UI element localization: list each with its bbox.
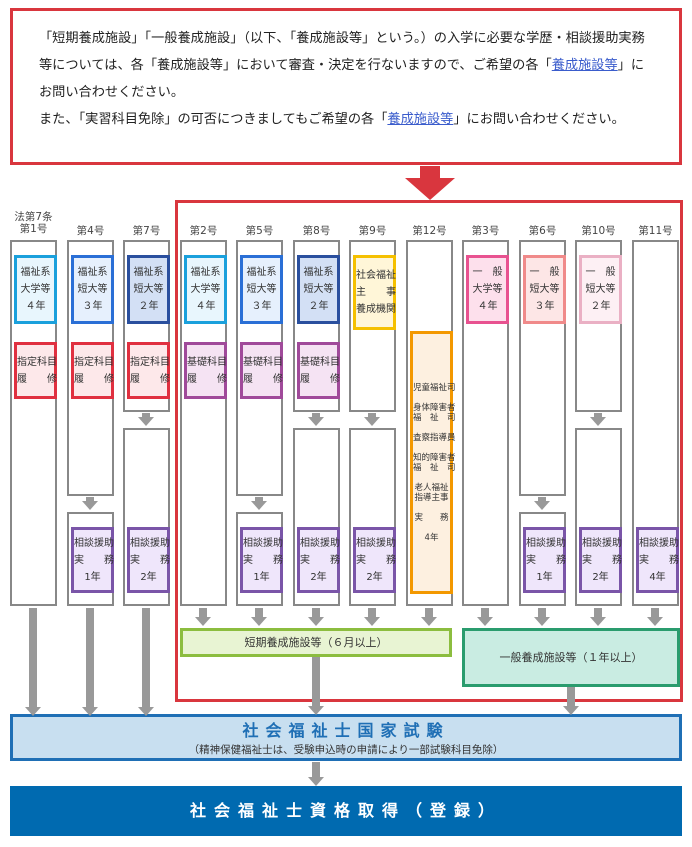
down-arrow-icon — [563, 687, 579, 715]
down-arrow-icon — [477, 608, 493, 626]
notice-text-1: 「短期養成施設」「一般養成施設」（以下、「養成施設等」という。）の入学に必要な学… — [39, 31, 645, 73]
law-article-label: 第10号 — [581, 225, 616, 237]
education-box: 福祉系 短大等 ２年 — [297, 255, 340, 324]
education-box: 福祉系 短大等 ３年 — [71, 255, 114, 324]
law-article-label: 第4号 — [76, 225, 105, 237]
education-box: 一 般 短大等 ３年 — [523, 255, 566, 324]
down-arrow-icon — [251, 608, 267, 626]
law-article-label: 第9号 — [358, 225, 387, 237]
education-box: 一 般 短大等 ２年 — [579, 255, 622, 324]
education-box: 福祉系 大学等 ４年 — [14, 255, 57, 324]
qualification-box: 社会福祉士資格取得（登録） — [10, 786, 682, 836]
pathway-segment: 相談援助 実 務 1年 — [67, 512, 114, 606]
training-facility-frame — [175, 200, 683, 702]
general-facility-box: 一般養成施設等（１年以上） — [462, 628, 680, 687]
down-arrow-icon — [308, 608, 324, 626]
pathway-segment: 相談援助 実 務 1年 — [236, 512, 283, 606]
down-arrow-icon — [647, 608, 663, 626]
down-arrow-icon — [590, 608, 606, 626]
pathway-segment: 相談援助 実 務 4年 — [632, 240, 679, 606]
pathway-segment: 福祉系 大学等 ４年指定科目 履 修 — [10, 240, 57, 606]
down-arrow-icon — [364, 608, 380, 626]
down-arrow-icon — [308, 413, 324, 426]
national-exam-box: 社会福祉士国家試験 （精神保健福祉士は、受験申込時の申請により一部試験科目免除） — [10, 714, 682, 761]
exam-title: 社会福祉士国家試験 — [242, 721, 450, 740]
education-box: 一 般 大学等 ４年 — [466, 255, 509, 324]
pathway-segment: 児童福祉司 身体障害者 福 祉 司 査察指導員 知的障害者 福 祉 司 老人福祉… — [406, 240, 456, 606]
course-box: 指定科目 履 修 — [127, 342, 170, 399]
notice-box: 「短期養成施設」「一般養成施設」（以下、「養成施設等」という。）の入学に必要な学… — [10, 8, 682, 165]
consultation-practice-box: 相談援助 実 務 2年 — [353, 527, 396, 593]
down-arrow-icon — [308, 657, 324, 715]
down-arrow-icon — [534, 497, 550, 510]
facility-link-1[interactable]: 養成施設等 — [551, 58, 618, 73]
pathway-segment: 一 般 大学等 ４年 — [462, 240, 509, 606]
facility-link-2[interactable]: 養成施設等 — [387, 112, 454, 127]
pathway-segment: 一 般 短大等 ２年 — [575, 240, 622, 412]
notice-text-1-end: 」にお問い合わせください。 — [39, 58, 645, 100]
down-arrow-icon — [364, 413, 380, 426]
pathway-segment: 一 般 短大等 ３年 — [519, 240, 566, 496]
down-arrow-icon — [308, 762, 324, 786]
education-box: 社会福祉 主 事 養成機関 — [353, 255, 396, 330]
course-box: 指定科目 履 修 — [14, 342, 57, 399]
long-down-arrow-icon — [138, 608, 154, 716]
pathway-segment: 相談援助 実 務 2年 — [293, 428, 340, 606]
pathway-segment: 福祉系 短大等 ２年指定科目 履 修 — [123, 240, 170, 412]
law-article-label: 第5号 — [245, 225, 274, 237]
pathway-segment: 相談援助 実 務 2年 — [349, 428, 396, 606]
course-box: 基礎科目 履 修 — [297, 342, 340, 399]
exam-note: （精神保健福祉士は、受験申込時の申請により一部試験科目免除） — [188, 744, 504, 756]
consultation-practice-box: 相談援助 実 務 1年 — [240, 527, 283, 593]
short-term-facility-box: 短期養成施設等（６月以上） — [180, 628, 452, 657]
course-box: 指定科目 履 修 — [71, 342, 114, 399]
big-down-arrow-icon — [405, 166, 455, 200]
down-arrow-icon — [138, 413, 154, 426]
consultation-practice-box: 相談援助 実 務 2年 — [579, 527, 622, 593]
education-box: 福祉系 短大等 ３年 — [240, 255, 283, 324]
consultation-practice-box: 相談援助 実 務 4年 — [636, 527, 679, 593]
course-box: 基礎科目 履 修 — [240, 342, 283, 399]
education-box: 福祉系 短大等 ２年 — [127, 255, 170, 324]
pathway-segment: 福祉系 大学等 ４年基礎科目 履 修 — [180, 240, 227, 606]
course-box: 基礎科目 履 修 — [184, 342, 227, 399]
consultation-practice-box: 相談援助 実 務 1年 — [71, 527, 114, 593]
notice-text-2-end: 」にお問い合わせください。 — [453, 112, 625, 127]
pathway-segment: 相談援助 実 務 1年 — [519, 512, 566, 606]
down-arrow-icon — [534, 608, 550, 626]
consultation-practice-box: 相談援助 実 務 2年 — [297, 527, 340, 593]
down-arrow-icon — [82, 497, 98, 510]
law-article-label: 法第7条 第1号 — [14, 211, 53, 235]
down-arrow-icon — [251, 497, 267, 510]
pathway-segment: 福祉系 短大等 ３年基礎科目 履 修 — [236, 240, 283, 496]
notice-text-2: また、「実習科目免除」の可否につきましてもご希望の各「 — [39, 112, 388, 127]
down-arrow-icon — [590, 413, 606, 426]
law-article-label: 第6号 — [528, 225, 557, 237]
education-box: 福祉系 大学等 ４年 — [184, 255, 227, 324]
pathway-segment: 相談援助 実 務 2年 — [575, 428, 622, 606]
pathway-segment: 相談援助 実 務 2年 — [123, 428, 170, 606]
law-article-label: 第11号 — [638, 225, 673, 237]
down-arrow-icon — [195, 608, 211, 626]
pathway-segment: 福祉系 短大等 ３年指定科目 履 修 — [67, 240, 114, 496]
work-experience-box: 児童福祉司 身体障害者 福 祉 司 査察指導員 知的障害者 福 祉 司 老人福祉… — [410, 331, 456, 594]
law-article-label: 第12号 — [412, 225, 447, 237]
consultation-practice-box: 相談援助 実 務 1年 — [523, 527, 566, 593]
law-article-label: 第3号 — [471, 225, 500, 237]
long-down-arrow-icon — [25, 608, 41, 716]
pathway-segment: 福祉系 短大等 ２年基礎科目 履 修 — [293, 240, 340, 412]
law-article-label: 第8号 — [302, 225, 331, 237]
down-arrow-icon — [421, 608, 437, 626]
consultation-practice-box: 相談援助 実 務 2年 — [127, 527, 170, 593]
pathway-segment: 社会福祉 主 事 養成機関 — [349, 240, 396, 412]
law-article-label: 第7号 — [132, 225, 161, 237]
long-down-arrow-icon — [82, 608, 98, 716]
law-article-label: 第2号 — [189, 225, 218, 237]
